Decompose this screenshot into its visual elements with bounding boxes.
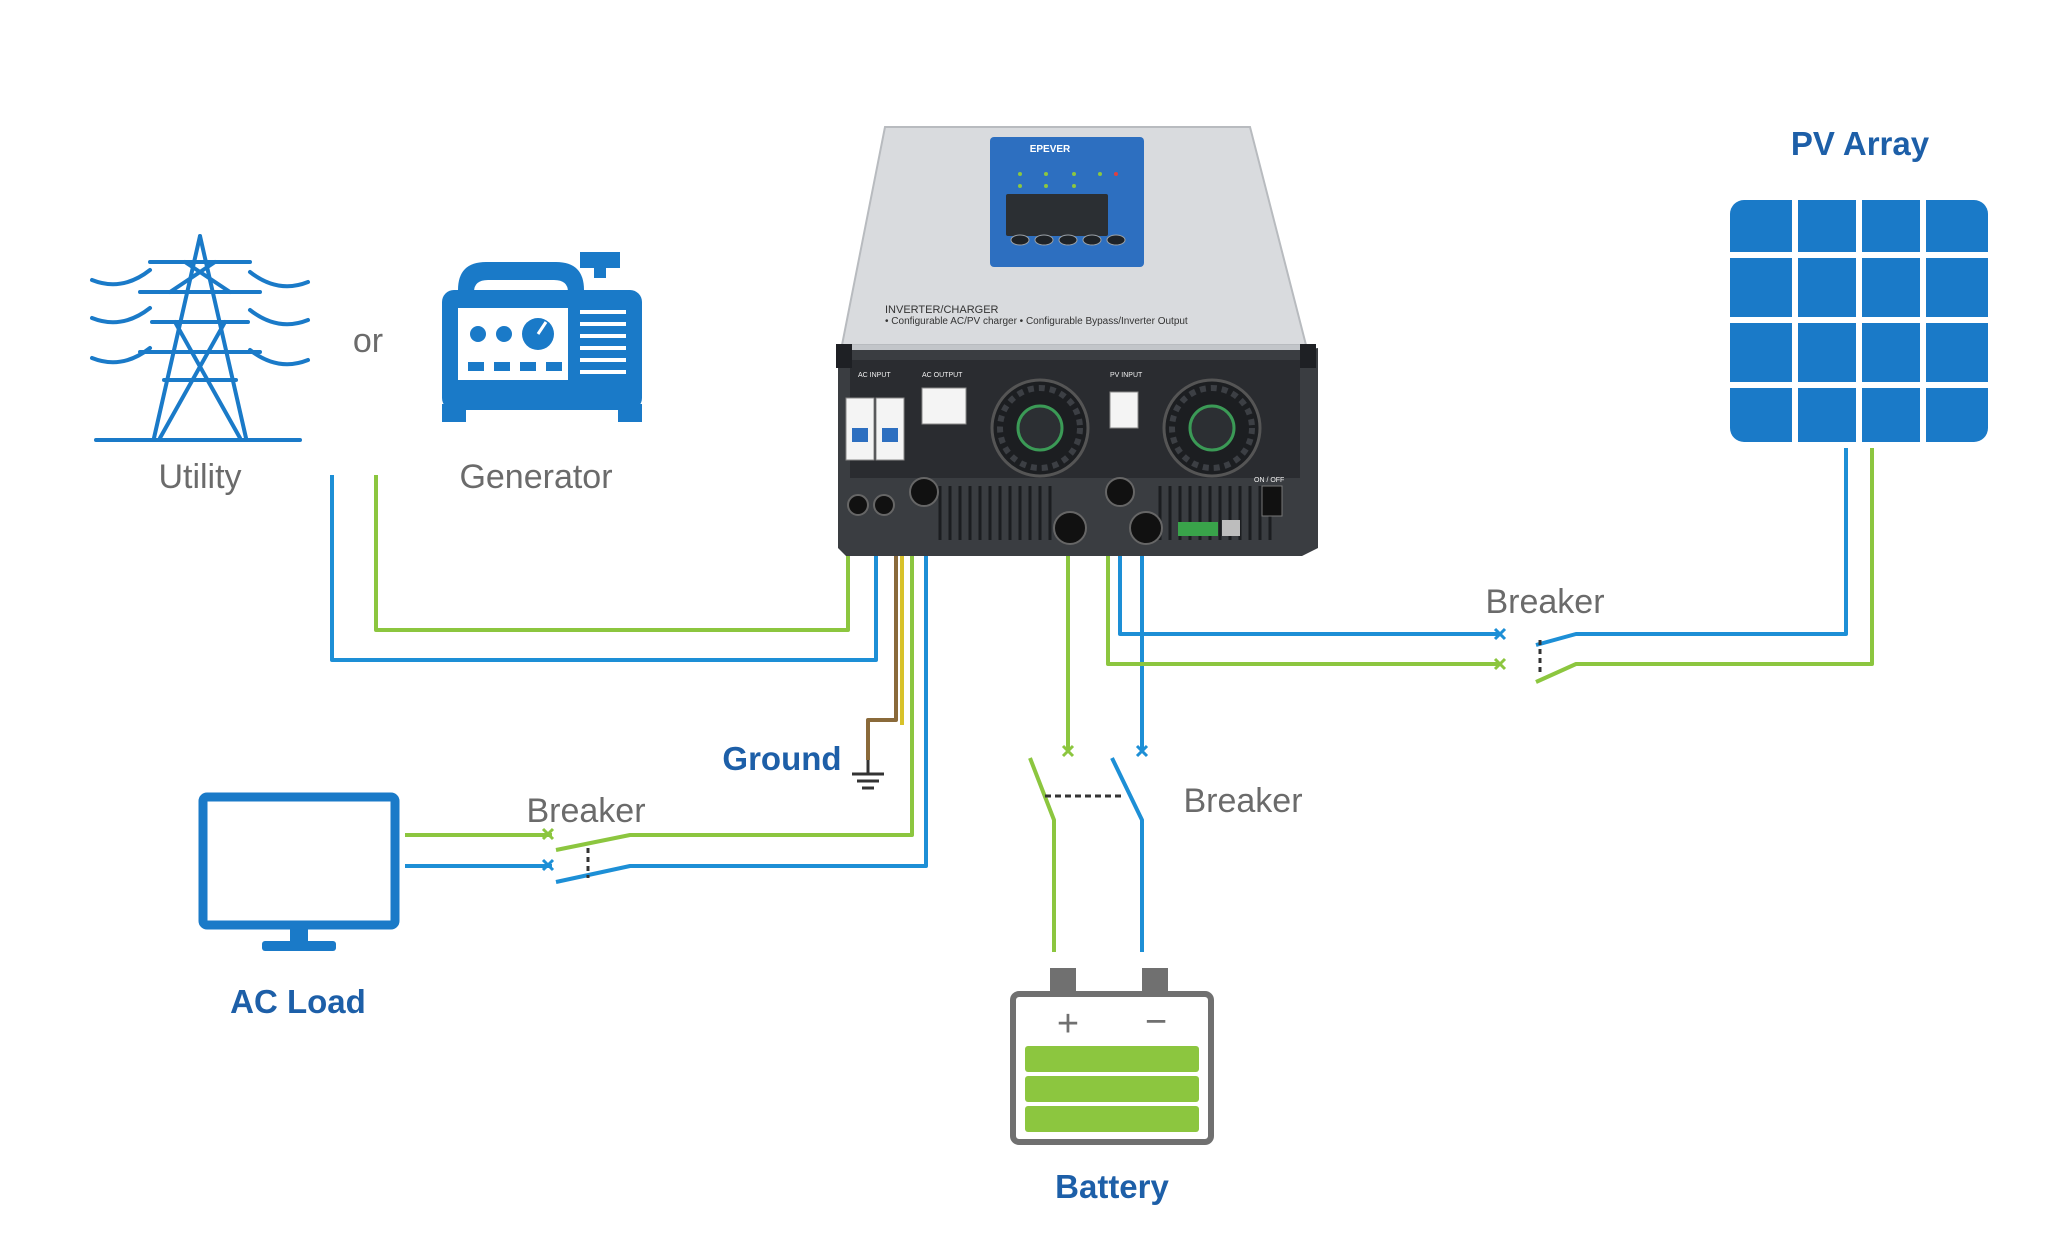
fan-right (1162, 378, 1262, 478)
device-subtitle: • Configurable AC/PV charger • Configura… (885, 316, 1188, 327)
battery-blue-wire-lower (1110, 757, 1144, 952)
generator-icon (442, 252, 642, 422)
pv-input-terminal-label: PV INPUT (1110, 372, 1143, 379)
ground-wire-brown (866, 478, 898, 760)
breaker-battery-label: Breaker (1183, 782, 1302, 820)
ac-input-blue-wire (330, 475, 878, 662)
battery-icon: + − (1010, 968, 1214, 1145)
breaker-pv-label: Breaker (1485, 583, 1604, 621)
battery-plus-sign: + (1057, 1003, 1079, 1045)
ac-output-blue-wire (555, 478, 928, 884)
power-switch-label: ON / OFF (1254, 477, 1284, 484)
ac-load-label: AC Load (230, 983, 366, 1020)
brand-logo: EPEVER (1030, 144, 1071, 155)
ac-output-terminal-label: AC OUTPUT (922, 372, 963, 379)
ac-input-terminal-label: AC INPUT (858, 372, 891, 379)
ac-input-green-wire (374, 475, 850, 632)
breaker-marks (541, 627, 1542, 878)
ground-label: Ground (722, 740, 841, 777)
or-label: or (353, 322, 383, 360)
breaker-ac-label: Breaker (526, 792, 645, 830)
battery-minus-sign: − (1145, 1001, 1167, 1043)
ac-load-monitor-icon (198, 792, 400, 951)
fan-left (990, 378, 1090, 478)
utility-tower-icon (90, 234, 310, 442)
pv-array-label: PV Array (1791, 125, 1930, 162)
battery-label: Battery (1055, 1168, 1169, 1205)
utility-label: Utility (158, 458, 241, 496)
pv-panel-icon (1730, 200, 1988, 442)
device-model-title: INVERTER/CHARGER (885, 304, 999, 316)
generator-label: Generator (459, 458, 612, 496)
ground-icon (852, 760, 884, 790)
inverter-charger-device: EPEVER INVERTER/CHARGER • Configurable A… (836, 126, 1318, 556)
battery-green-wire-lower (1028, 757, 1056, 952)
ac-output-green-wire (555, 478, 914, 852)
